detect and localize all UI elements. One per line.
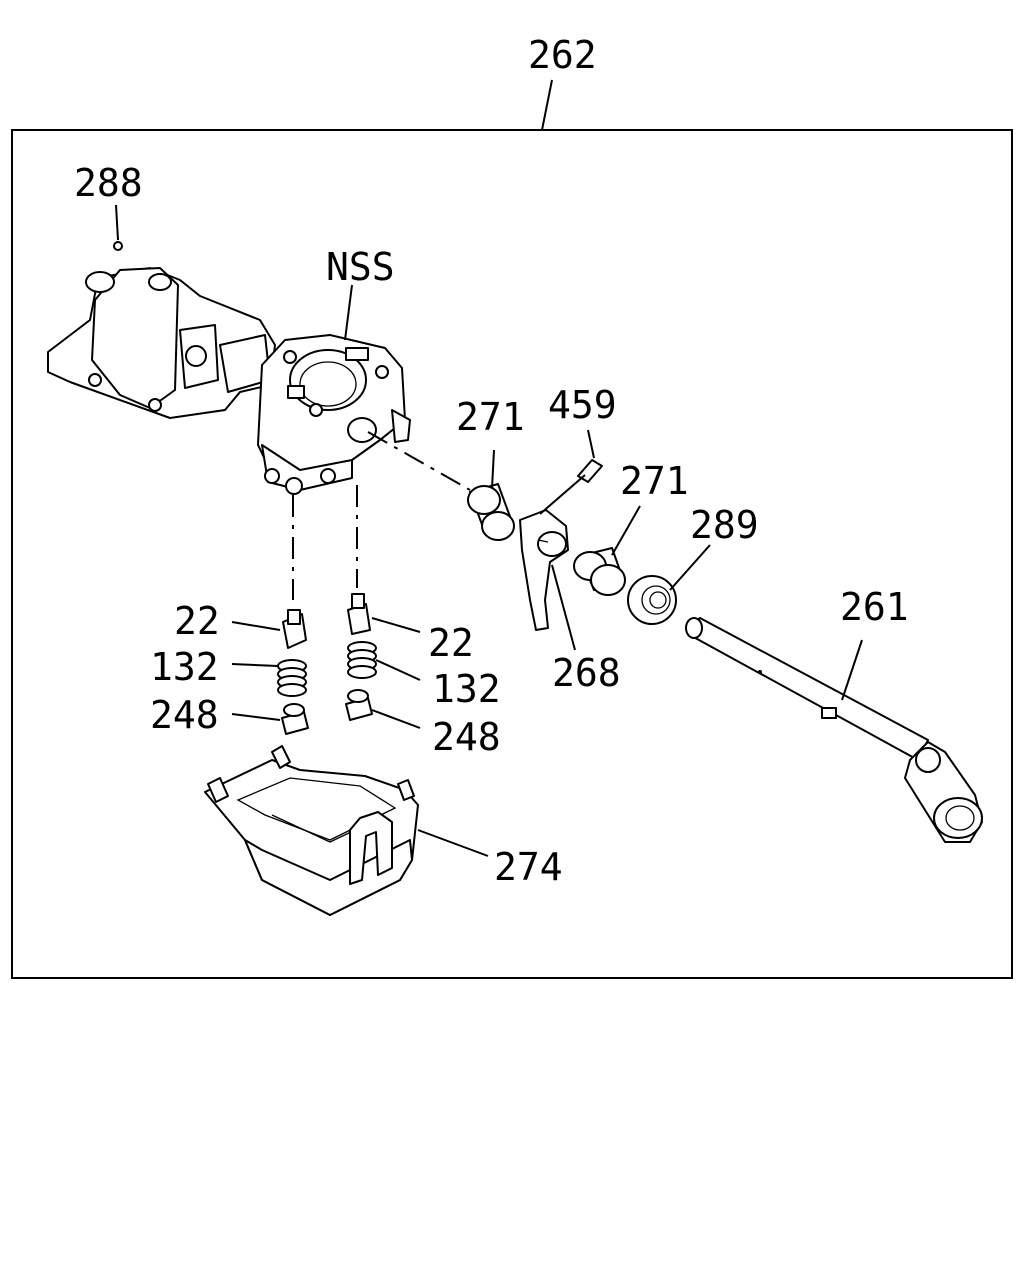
plug-288 bbox=[113, 241, 123, 251]
leader-132-left bbox=[231, 663, 279, 667]
detent-right bbox=[347, 593, 371, 635]
assembly-frame bbox=[11, 129, 1013, 979]
label-248-left: 248 bbox=[150, 693, 219, 737]
leader-268 bbox=[551, 564, 576, 651]
label-288: 288 bbox=[74, 161, 143, 205]
label-22-right: 22 bbox=[428, 621, 474, 665]
leader-271-left bbox=[491, 449, 495, 489]
leader-271-right bbox=[611, 505, 641, 556]
label-289: 289 bbox=[690, 503, 759, 547]
detent-left bbox=[282, 609, 307, 649]
bushing-left bbox=[467, 483, 515, 541]
leader-459 bbox=[587, 429, 595, 459]
center-line-shaft bbox=[367, 431, 471, 491]
leader-288 bbox=[115, 204, 119, 241]
leader-22-left bbox=[231, 621, 281, 631]
label-nss: NSS bbox=[326, 245, 395, 289]
leader-132-right bbox=[375, 659, 421, 681]
leader-248-right bbox=[371, 709, 421, 729]
lever-268 bbox=[519, 509, 569, 631]
label-248-right: 248 bbox=[432, 715, 501, 759]
leader-262 bbox=[541, 79, 553, 131]
label-262: 262 bbox=[528, 33, 597, 77]
cover-274 bbox=[204, 745, 419, 916]
spring-left bbox=[277, 659, 307, 697]
label-274: 274 bbox=[494, 845, 563, 889]
plug-left bbox=[281, 703, 309, 735]
label-132-right: 132 bbox=[432, 667, 501, 711]
label-261: 261 bbox=[840, 585, 909, 629]
leader-nss bbox=[344, 284, 353, 341]
leader-261 bbox=[841, 639, 863, 701]
plug-right bbox=[345, 689, 373, 721]
label-459: 459 bbox=[548, 383, 617, 427]
bearing-289 bbox=[627, 575, 677, 625]
label-268: 268 bbox=[552, 651, 621, 695]
spring-right bbox=[347, 641, 377, 679]
leader-274 bbox=[417, 829, 489, 857]
label-22-left: 22 bbox=[174, 599, 220, 643]
leader-289 bbox=[669, 544, 711, 591]
leader-268-pin bbox=[539, 474, 586, 515]
shaft-261 bbox=[685, 617, 983, 843]
label-271-right: 271 bbox=[620, 459, 689, 503]
leader-248-left bbox=[231, 713, 281, 721]
label-271-left: 271 bbox=[456, 395, 525, 439]
label-132-left: 132 bbox=[150, 645, 219, 689]
leader-22-right bbox=[371, 617, 421, 633]
shift-housing bbox=[47, 267, 411, 495]
bushing-right bbox=[573, 547, 626, 596]
